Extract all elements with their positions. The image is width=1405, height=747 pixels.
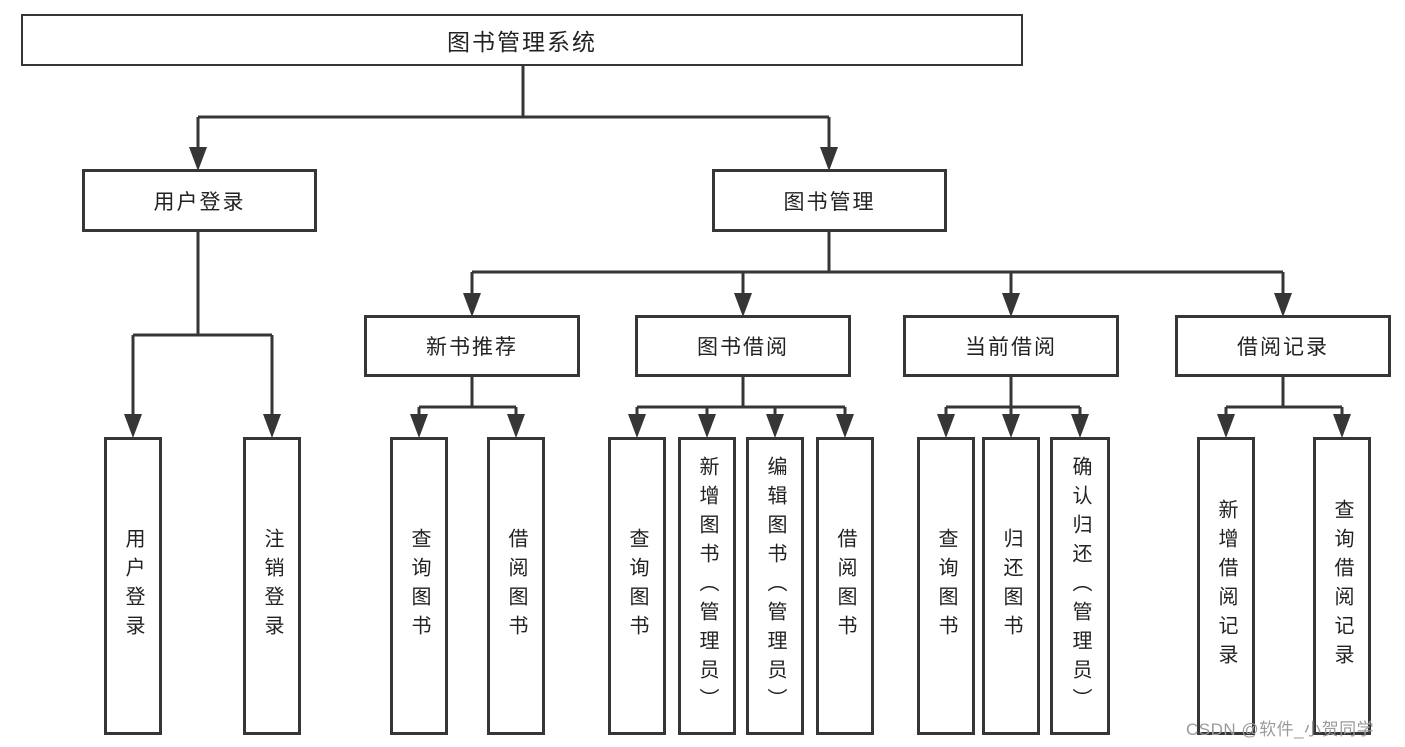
- leaf-borrowing-query-books-label: 查询图书: [626, 528, 648, 644]
- leaf-logout: 注销登录: [243, 437, 301, 735]
- node-root: 图书管理系统: [21, 14, 1023, 66]
- leaf-records-add-record: 新增借阅记录: [1197, 437, 1255, 735]
- leaf-current-query-books-label: 查询图书: [935, 528, 957, 644]
- leaf-logout-label: 注销登录: [261, 528, 283, 644]
- node-book-management: 图书管理: [712, 169, 947, 232]
- leaf-borrowing-borrow-books-label: 借阅图书: [834, 528, 856, 644]
- leaf-records-query-record-label: 查询借阅记录: [1331, 499, 1353, 673]
- node-new-book-recommend: 新书推荐: [364, 315, 580, 377]
- node-borrow-records: 借阅记录: [1175, 315, 1391, 377]
- leaf-user-login-label: 用户登录: [122, 528, 144, 644]
- leaf-newbooks-query-books-label: 查询图书: [408, 528, 430, 644]
- node-new-book-recommend-label: 新书推荐: [426, 336, 518, 359]
- leaf-borrowing-edit-books-admin-label: 编辑图书（管理员）: [764, 455, 786, 717]
- leaf-current-confirm-return-admin: 确认归还（管理员）: [1050, 437, 1110, 735]
- leaf-newbooks-borrow-books-label: 借阅图书: [505, 528, 527, 644]
- leaf-current-confirm-return-admin-label: 确认归还（管理员）: [1069, 455, 1091, 717]
- node-current-borrowing-label: 当前借阅: [965, 336, 1057, 359]
- leaf-records-add-record-label: 新增借阅记录: [1215, 499, 1237, 673]
- node-book-management-label: 图书管理: [783, 190, 876, 214]
- leaf-borrowing-borrow-books: 借阅图书: [816, 437, 874, 735]
- node-book-borrowing: 图书借阅: [635, 315, 851, 377]
- node-root-label: 图书管理系统: [447, 29, 597, 55]
- leaf-newbooks-borrow-books: 借阅图书: [487, 437, 545, 735]
- node-current-borrowing: 当前借阅: [903, 315, 1119, 377]
- csdn-watermark: CSDN @软件_小贺同学: [1186, 720, 1375, 739]
- node-user-login: 用户登录: [82, 169, 317, 232]
- leaf-current-return-books-label: 归还图书: [1000, 528, 1022, 644]
- node-borrow-records-label: 借阅记录: [1237, 336, 1329, 359]
- leaf-current-return-books: 归还图书: [982, 437, 1040, 735]
- leaf-newbooks-query-books: 查询图书: [390, 437, 448, 735]
- leaf-records-query-record: 查询借阅记录: [1313, 437, 1371, 735]
- node-user-login-label: 用户登录: [153, 190, 246, 214]
- node-book-borrowing-label: 图书借阅: [697, 336, 789, 359]
- leaf-borrowing-add-books-admin-label: 新增图书（管理员）: [696, 455, 718, 717]
- leaf-borrowing-add-books-admin: 新增图书（管理员）: [678, 437, 736, 735]
- leaf-borrowing-edit-books-admin: 编辑图书（管理员）: [746, 437, 804, 735]
- leaf-current-query-books: 查询图书: [917, 437, 975, 735]
- leaf-user-login: 用户登录: [104, 437, 162, 735]
- leaf-borrowing-query-books: 查询图书: [608, 437, 666, 735]
